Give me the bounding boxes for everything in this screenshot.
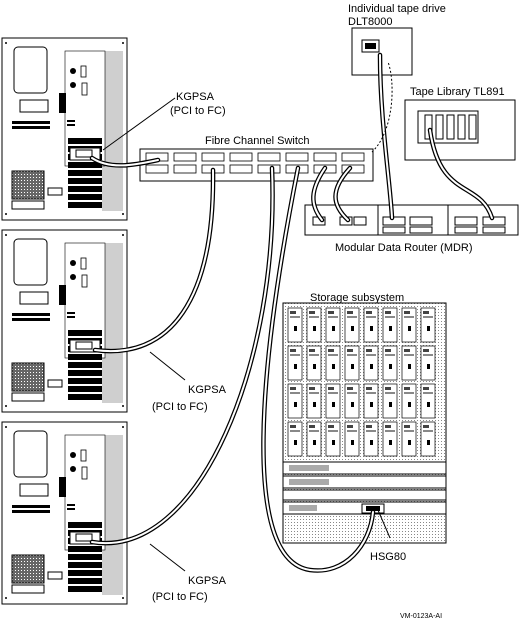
switch-port bbox=[201, 152, 225, 162]
disk-drive bbox=[306, 307, 322, 343]
switch-port bbox=[173, 152, 197, 162]
leader-lines bbox=[102, 97, 391, 572]
disk-drive bbox=[401, 307, 417, 343]
cables-inner bbox=[91, 54, 493, 572]
disk-drive bbox=[401, 383, 417, 419]
switch-port bbox=[257, 152, 281, 162]
mdr-label: Modular Data Router (MDR) bbox=[335, 242, 473, 254]
switch-port bbox=[285, 152, 309, 162]
tape-drive-label-line1: Individual tape drive bbox=[348, 3, 446, 15]
disk-drive bbox=[382, 345, 398, 381]
disk-drive bbox=[420, 345, 436, 381]
disk-drive bbox=[382, 421, 398, 457]
disk-drive bbox=[325, 383, 341, 419]
disk-drive bbox=[344, 383, 360, 419]
disk-drive bbox=[401, 421, 417, 457]
disk-drive bbox=[344, 421, 360, 457]
disk-drive bbox=[306, 383, 322, 419]
disk-drive bbox=[420, 421, 436, 457]
disk-drive bbox=[363, 345, 379, 381]
kgpsa-label-1: KGPSA bbox=[176, 91, 215, 103]
disk-drive bbox=[363, 307, 379, 343]
fibre-channel-switch bbox=[139, 148, 374, 182]
figure-id: VM-0123A-AI bbox=[400, 613, 442, 620]
disk-drive bbox=[382, 383, 398, 419]
switch-port bbox=[229, 152, 253, 162]
tape-drive-label-line2: DLT8000 bbox=[348, 16, 392, 28]
disk-drive bbox=[287, 421, 303, 457]
switch-port bbox=[145, 164, 169, 174]
kgpsa-label-2: KGPSA bbox=[188, 384, 227, 396]
switch-port bbox=[341, 164, 365, 174]
server-1 bbox=[1, 37, 128, 221]
kgpsa-sublabel-3: (PCI to FC) bbox=[152, 591, 208, 603]
disk-drive bbox=[420, 383, 436, 419]
disk-drive bbox=[287, 383, 303, 419]
disk-drive bbox=[344, 307, 360, 343]
storage-label: Storage subsystem bbox=[310, 292, 404, 304]
disk-drive bbox=[382, 307, 398, 343]
disk-drive bbox=[363, 383, 379, 419]
disk-drive bbox=[401, 345, 417, 381]
tape-library bbox=[404, 99, 516, 161]
disk-drive bbox=[306, 345, 322, 381]
disk-drive bbox=[306, 421, 322, 457]
switch-port bbox=[229, 164, 253, 174]
hsg-label: HSG80 bbox=[370, 551, 406, 563]
disk-drive bbox=[363, 421, 379, 457]
disk-drive bbox=[287, 345, 303, 381]
disk-drive bbox=[287, 307, 303, 343]
switch-port bbox=[257, 164, 281, 174]
disk-drive bbox=[325, 421, 341, 457]
kgpsa-sublabel-1: (PCI to FC) bbox=[170, 105, 226, 117]
fc-switch-label: Fibre Channel Switch bbox=[205, 135, 310, 147]
disk-drive bbox=[325, 345, 341, 381]
switch-port bbox=[313, 152, 337, 162]
storage-subsystem bbox=[282, 302, 447, 544]
kgpsa-label-3: KGPSA bbox=[188, 575, 227, 587]
disk-drive bbox=[420, 307, 436, 343]
switch-port bbox=[173, 164, 197, 174]
kgpsa-sublabel-2: (PCI to FC) bbox=[152, 401, 208, 413]
switch-port bbox=[341, 152, 365, 162]
disk-drive bbox=[344, 345, 360, 381]
disk-drive bbox=[325, 307, 341, 343]
tape-library-label: Tape Library TL891 bbox=[410, 86, 505, 98]
server-2 bbox=[1, 229, 128, 413]
server-3 bbox=[1, 421, 128, 605]
